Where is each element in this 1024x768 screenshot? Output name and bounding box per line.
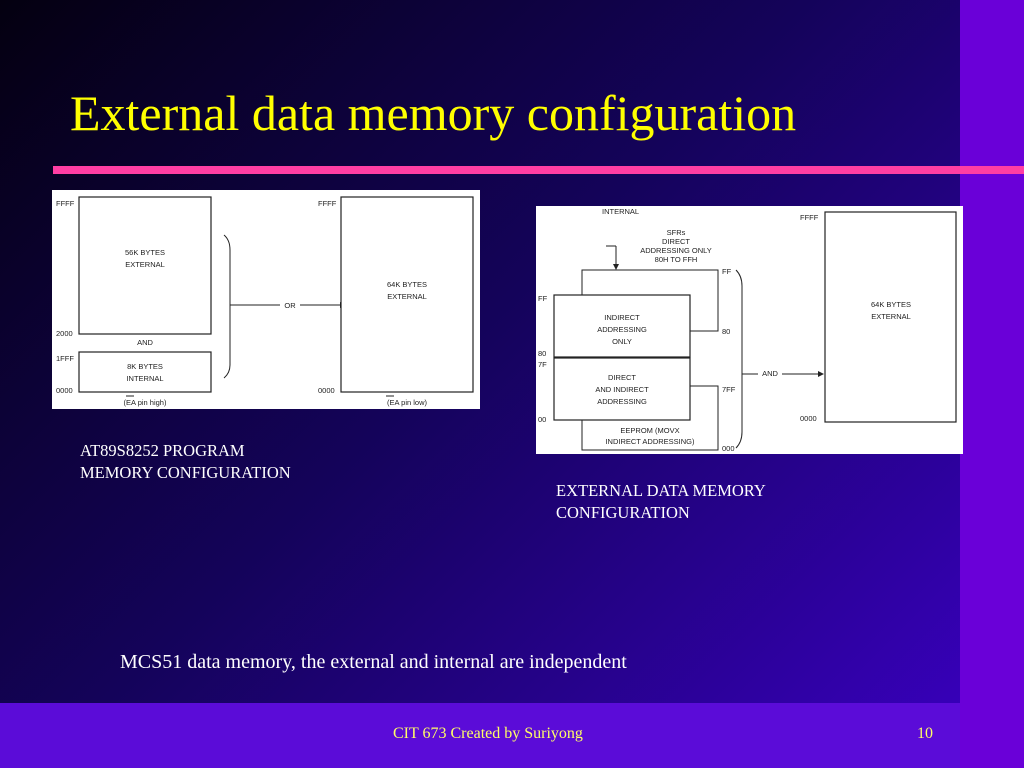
label-0000-right: 0000 [318,386,335,395]
label-80-right: 80 [722,327,730,336]
label-ext-0000: 0000 [800,414,817,423]
footer-band [0,703,960,768]
eeprom-line1: EEPROM (MOVX [620,426,679,435]
program-caption-line1: AT89S8252 PROGRAM [80,441,245,460]
label-00: 00 [538,415,546,424]
brace-data [735,269,743,449]
label-ffff-left: FFFF [56,199,75,208]
sfr-region-outline [581,269,719,332]
ext-56k-line2: EXTERNAL [125,260,165,269]
int-8k-box [78,351,212,393]
int-8k-line1: 8K BYTES [127,362,163,371]
right-sidebar-strip [960,0,1024,768]
and-arrow-icon [818,371,824,377]
eeprom-line2: INDIRECT ADDRESSING) [605,437,695,446]
label-ea-low: (EA pin low) [387,398,428,407]
label-ext-ffff: FFFF [800,213,819,222]
label-000: 000 [722,444,735,453]
label-1fff: 1FFF [56,354,74,363]
direct-line3: ADDRESSING [597,397,647,406]
sfr-line2: DIRECT [662,237,690,246]
direct-line1: DIRECT [608,373,636,382]
slide-title: External data memory configuration [70,85,797,141]
indirect-line3: ONLY [612,337,632,346]
data-caption-line1: EXTERNAL DATA MEMORY [556,481,766,500]
sfr-arrow-icon [613,264,619,270]
ext-56k-box [78,196,212,335]
label-or: OR [284,301,296,310]
direct-line2: AND INDIRECT [595,385,649,394]
program-memory-caption: AT89S8252 PROGRAM MEMORY CONFIGURATION [80,440,291,484]
sfr-line3: ADDRESSING ONLY [640,246,712,255]
label-0000-left: 0000 [56,386,73,395]
label-80-left: 80 [538,349,546,358]
indirect-line1: INDIRECT [604,313,640,322]
label-ff-left: FF [538,294,548,303]
program-caption-line2: MEMORY CONFIGURATION [80,463,291,482]
label-2000: 2000 [56,329,73,338]
ext-56k-line1: 56K BYTES [125,248,165,257]
label-and-data: AND [762,369,778,378]
label-internal: INTERNAL [602,207,639,216]
sfr-line4: 80H TO FFH [655,255,698,264]
indirect-box [553,294,691,358]
label-ff-top: FF [722,267,732,276]
body-text: MCS51 data memory, the external and inte… [120,651,627,673]
label-and-program: AND [137,338,153,347]
ext-data-64k-line2: EXTERNAL [871,312,911,321]
int-8k-line2: INTERNAL [126,374,163,383]
footer-credit: CIT 673 Created by Suriyong [393,725,583,742]
label-7f-left: 7F [538,360,547,369]
sfr-line1: SFRs [667,228,686,237]
label-ea-high: (EA pin high) [124,398,167,407]
label-7ff: 7FF [722,385,736,394]
page-number: 10 [917,725,933,742]
brace-left [223,234,231,379]
title-underline [53,166,1024,174]
program-memory-diagram: FFFF 56K BYTES EXTERNAL 2000 AND 1FFF 8K… [52,190,480,409]
ext-data-64k-line1: 64K BYTES [871,300,911,309]
ext-data-64k-box [824,211,957,423]
direct-box [553,357,691,421]
label-ffff-right: FFFF [318,199,337,208]
eeprom-region-outline [581,385,719,451]
data-caption-line2: CONFIGURATION [556,503,690,522]
data-memory-diagram: INTERNAL SFRs DIRECT ADDRESSING ONLY 80H… [536,206,963,454]
data-memory-caption: EXTERNAL DATA MEMORY CONFIGURATION [556,480,766,524]
ext-64k-line2: EXTERNAL [387,292,427,301]
indirect-line2: ADDRESSING [597,325,647,334]
ext-64k-box [340,196,474,393]
ext-64k-line1: 64K BYTES [387,280,427,289]
